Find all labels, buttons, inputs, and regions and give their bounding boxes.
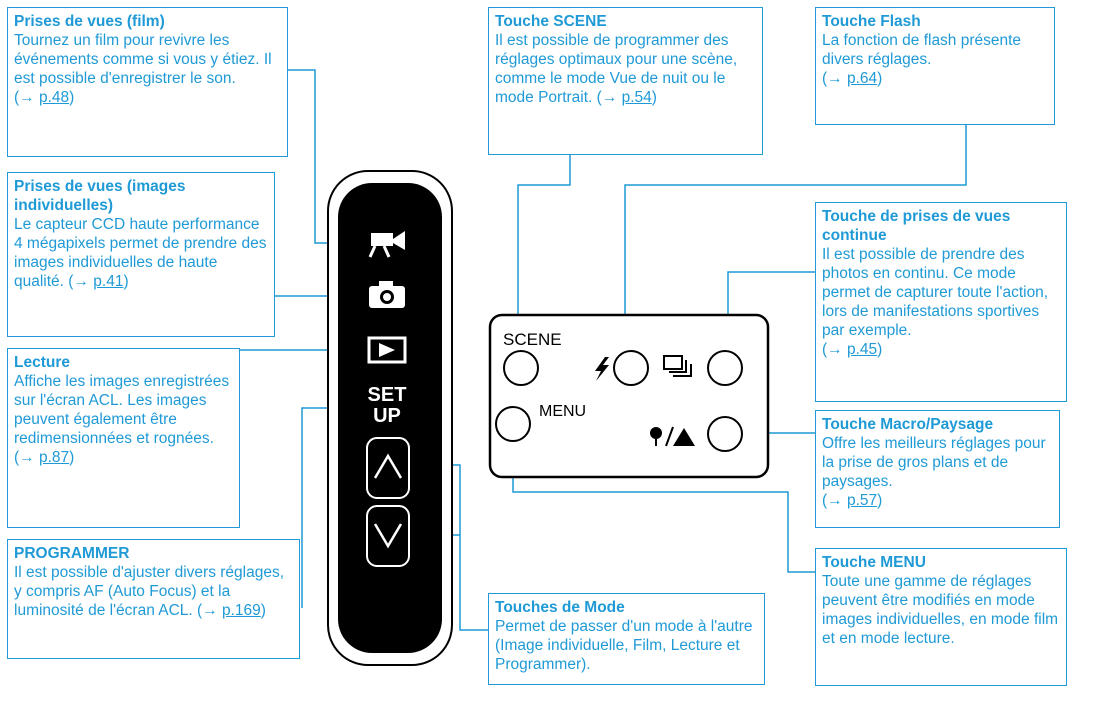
setup-label-up[interactable]: UP <box>373 405 401 427</box>
callout-scene-body: Il est possible de programmer des réglag… <box>495 32 738 106</box>
callout-continuous-body: Il est possible de prendre des photos en… <box>822 246 1049 339</box>
callout-flash-title: Touche Flash <box>822 13 921 30</box>
callout-film-title: Prises de vues (film) <box>14 13 165 30</box>
macro-landscape-icon <box>650 426 695 447</box>
up-arrow-button[interactable] <box>366 437 410 499</box>
scene-connector <box>517 155 571 360</box>
callout-macro-ref[interactable]: (→ p.57) <box>822 492 883 509</box>
menu-button[interactable] <box>495 406 531 442</box>
setup-label-set[interactable]: SET <box>368 384 407 406</box>
callout-scene-title: Touche SCENE <box>495 13 607 30</box>
callout-film-ref[interactable]: (→ p.48) <box>14 89 75 106</box>
menu-label: MENU <box>539 403 586 420</box>
callout-mode: Touches de Mode Permet de passer d'un mo… <box>488 593 765 685</box>
callout-playback: Lecture Affiche les images enregistrées … <box>7 348 240 528</box>
callout-still-title: Prises de vues (images individuelles) <box>14 178 186 214</box>
flash-connector <box>624 125 967 350</box>
callout-film: Prises de vues (film) Tournez un film po… <box>7 7 288 157</box>
callout-setup-title: PROGRAMMER <box>14 545 130 562</box>
callout-continuous-title: Touche de prises de vues continue <box>822 208 1011 244</box>
callout-setup-ref[interactable]: (→ p.169) <box>197 602 266 619</box>
film-connector <box>288 69 335 244</box>
callout-flash-body: La fonction de flash présente divers rég… <box>822 32 1022 68</box>
callout-playback-ref[interactable]: (→ p.87) <box>14 449 75 466</box>
button-panel-frame <box>488 313 770 479</box>
callout-menu-title: Touche MENU <box>822 554 926 571</box>
callout-film-body: Tournez un film pour revivre les événeme… <box>14 32 272 87</box>
continuous-shooting-icon <box>663 355 692 377</box>
scene-label: SCENE <box>503 330 562 349</box>
callout-setup: PROGRAMMER Il est possible d'ajuster div… <box>7 539 300 659</box>
callout-still-ref[interactable]: (→ p.41) <box>68 273 129 290</box>
down-arrow-button[interactable] <box>366 505 410 567</box>
play-icon[interactable] <box>367 336 407 364</box>
callout-macro-body: Offre les meilleurs réglages pour la pri… <box>822 435 1046 490</box>
callout-still: Prises de vues (images individuelles) Le… <box>7 172 275 337</box>
callout-playback-body: Affiche les images enregistrées sur l'éc… <box>14 373 230 447</box>
callout-menu: Touche MENU Toute une gamme de réglages … <box>815 548 1067 686</box>
flash-icon <box>595 357 609 381</box>
mode-panel-body <box>338 183 442 653</box>
macro-button[interactable] <box>707 416 743 452</box>
mode-panel: SET UP <box>327 170 453 666</box>
callout-mode-body: Permet de passer d'un mode à l'autre (Im… <box>495 618 753 673</box>
callout-menu-body: Toute une gamme de réglages peuvent être… <box>822 573 1059 647</box>
callout-continuous-ref[interactable]: (→ p.45) <box>822 341 883 358</box>
still-camera-icon[interactable] <box>369 281 405 308</box>
callout-continuous: Touche de prises de vues continue Il est… <box>815 202 1067 402</box>
callout-flash-ref[interactable]: (→ p.64) <box>822 70 883 87</box>
chevron-up-icon <box>373 453 403 479</box>
callout-scene: Touche SCENE Il est possible de programm… <box>488 7 763 155</box>
callout-playback-title: Lecture <box>14 354 70 371</box>
callout-flash: Touche Flash La fonction de flash présen… <box>815 7 1055 125</box>
scene-button[interactable] <box>503 350 539 386</box>
chevron-down-icon <box>373 523 403 549</box>
continuous-button[interactable] <box>707 350 743 386</box>
callout-mode-title: Touches de Mode <box>495 599 625 616</box>
button-panel: SCENE MENU <box>488 313 770 479</box>
callout-macro: Touche Macro/Paysage Offre les meilleurs… <box>815 410 1060 528</box>
callout-macro-title: Touche Macro/Paysage <box>822 416 994 433</box>
movie-camera-icon[interactable] <box>368 231 405 258</box>
flash-button[interactable] <box>613 350 649 386</box>
callout-scene-ref[interactable]: (→ p.54) <box>596 89 657 106</box>
callout-setup-body: Il est possible d'ajuster divers réglage… <box>14 564 285 619</box>
callout-still-body: Le capteur CCD haute performance 4 mégap… <box>14 216 267 290</box>
